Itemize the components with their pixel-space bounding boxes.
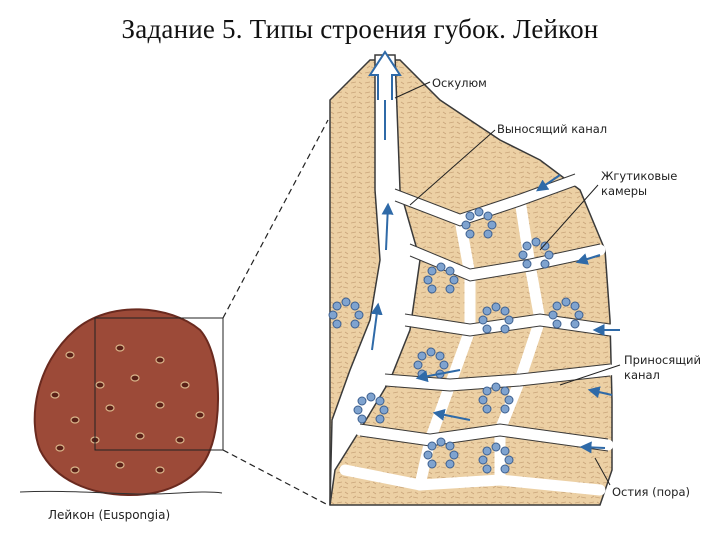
- slide-title: Задание 5. Типы строения губок. Лейкон: [121, 14, 599, 44]
- canal-system: [328, 50, 620, 506]
- leader-excurrent: [409, 129, 496, 206]
- label-flagellar-chambers-2: камеры: [601, 184, 648, 198]
- label-incurrent-canal-2: канал: [624, 368, 660, 382]
- label-osculum: Оскулюм: [432, 76, 487, 90]
- zoom-box: [94, 317, 224, 451]
- zoom-connector-top: [222, 119, 329, 319]
- leader-osculum: [394, 81, 431, 99]
- label-excurrent-canal: Выносящий канал: [497, 122, 608, 136]
- leader-ostia: [594, 457, 611, 486]
- label-incurrent-canal-1: Приносящий: [624, 353, 701, 367]
- osculum-arrow: [368, 50, 402, 100]
- zoom-connector-bottom: [222, 449, 329, 506]
- leader-chambers: [539, 184, 599, 251]
- leader-incurrent: [559, 364, 621, 386]
- label-ostia: Остия (пора): [612, 485, 690, 499]
- label-flagellar-chambers-1: Жгутиковые: [601, 169, 678, 183]
- figure-caption: Лейкон (Euspongia): [48, 508, 171, 522]
- sponge-body: [19, 308, 223, 497]
